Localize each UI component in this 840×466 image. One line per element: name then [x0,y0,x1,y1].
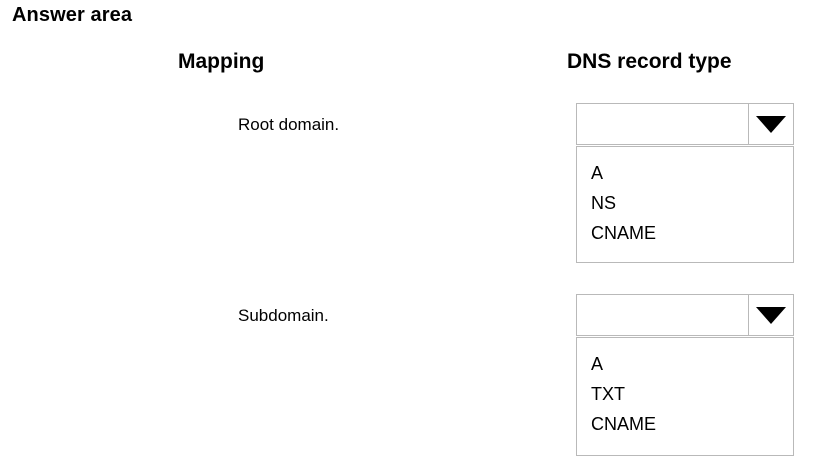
combobox-subdomain[interactable] [576,294,794,336]
combobox-root-domain[interactable] [576,103,794,145]
combobox-toggle-button-root-domain[interactable] [748,104,793,144]
column-header-dns-record-type: DNS record type [567,50,732,73]
dns-record-type-dropdown-subdomain: A TXT CNAME [576,294,794,456]
combobox-toggle-button-subdomain[interactable] [748,295,793,335]
page-title: Answer area [12,4,133,26]
mapping-label-root-domain: Root domain. [238,115,340,134]
dns-record-type-dropdown-root-domain: A NS CNAME [576,103,794,263]
option-item[interactable]: A [591,163,604,183]
chevron-down-icon [756,306,786,324]
option-item[interactable]: NS [591,193,617,213]
option-item[interactable]: CNAME [591,223,657,243]
option-item[interactable]: TXT [591,384,625,404]
option-list-subdomain: A TXT CNAME [576,337,794,456]
option-list-root-domain: A NS CNAME [576,146,794,263]
option-item[interactable]: CNAME [591,414,657,434]
chevron-down-icon [756,115,786,133]
combobox-selected-value-root-domain[interactable] [577,104,748,144]
combobox-selected-value-subdomain[interactable] [577,295,748,335]
column-header-mapping: Mapping [178,50,265,73]
option-item[interactable]: A [591,354,604,374]
mapping-label-subdomain: Subdomain. [238,306,329,325]
